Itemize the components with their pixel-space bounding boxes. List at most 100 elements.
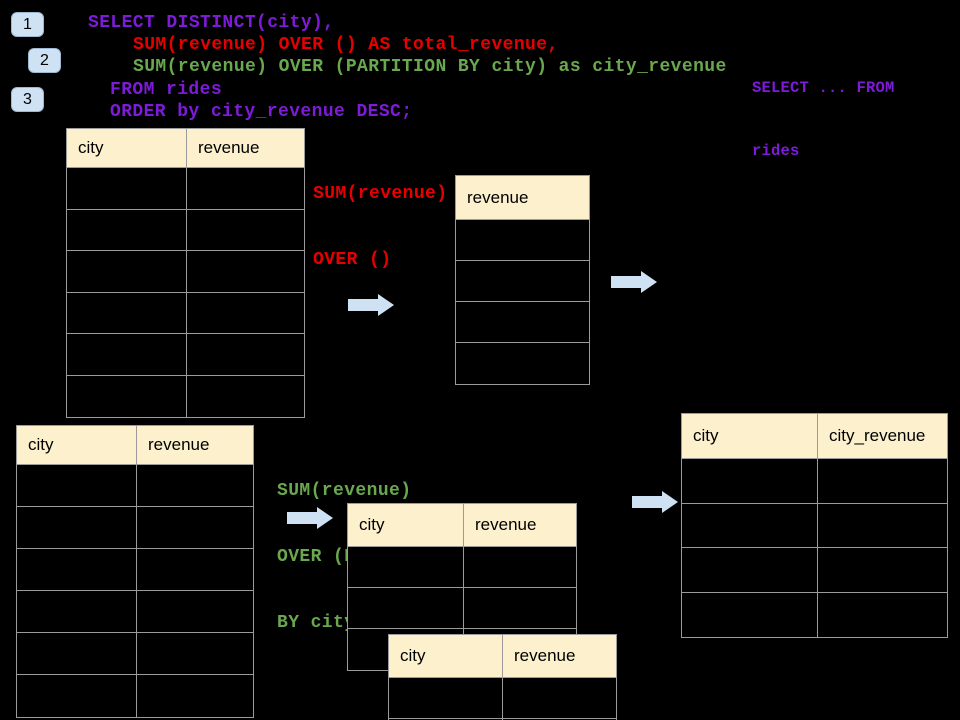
table-cell-empty (137, 507, 253, 549)
table-header-row: city revenue (389, 635, 616, 678)
step-badge-1: 1 (11, 12, 44, 37)
table-cell-empty (348, 547, 464, 588)
table-cell-empty (682, 459, 818, 504)
table-row (456, 343, 589, 384)
table-row (17, 507, 253, 549)
column-header-revenue: revenue (514, 646, 576, 665)
table-cell-empty (456, 261, 589, 302)
table-row (67, 334, 304, 376)
arrow-right-icon (348, 294, 394, 316)
table-row (17, 465, 253, 507)
table-header-row: revenue (456, 176, 589, 220)
table-cell-empty (17, 633, 137, 675)
arrow-shaft (287, 512, 318, 524)
table-row (456, 302, 589, 343)
sql-line-from: FROM rides (110, 80, 223, 100)
side-snippet-line-1: SELECT ... FROM (752, 79, 895, 97)
table-header-row: city revenue (17, 426, 253, 465)
table-cell-empty (17, 591, 137, 633)
column-header-city: city (67, 129, 187, 167)
column-header-revenue: revenue (198, 138, 260, 157)
table-cell-empty (137, 465, 253, 507)
table-source-top: city revenue (66, 128, 305, 418)
step-badge-3: 3 (11, 87, 44, 112)
arrow-shaft (348, 299, 379, 311)
arrow-shaft (632, 496, 663, 508)
table-cell-empty (187, 375, 304, 417)
arrow-right-icon (287, 507, 333, 529)
sql-line-city-revenue: SUM(revenue) OVER (PARTITION BY city) as… (133, 57, 727, 77)
table-cell-empty (67, 168, 187, 210)
table-row (17, 675, 253, 717)
table-cell-empty (17, 549, 137, 591)
table-cell-empty (137, 591, 253, 633)
table-cell-empty (456, 343, 589, 384)
table-cell-empty (818, 459, 947, 504)
label-sum-over-all-line-1: SUM(revenue) (313, 184, 448, 204)
table-row (389, 678, 616, 719)
table-row (17, 549, 253, 591)
table-cell-empty (187, 292, 304, 334)
table-cell-empty (389, 678, 503, 719)
arrow-head (378, 294, 394, 316)
column-header-revenue: revenue (475, 515, 537, 534)
table-cell-empty (187, 168, 304, 210)
table-header-row: city revenue (348, 504, 576, 547)
table-cell-empty (503, 678, 616, 719)
table-header-row: city revenue (67, 129, 304, 168)
column-header-city: city (348, 504, 464, 546)
table-cell-empty (67, 292, 187, 334)
table-cell-empty (17, 507, 137, 549)
table-row (456, 261, 589, 302)
table-cell-empty (17, 675, 137, 717)
table-cell-empty (67, 334, 187, 376)
table-final-result: city city_revenue (681, 413, 948, 638)
table-row (17, 591, 253, 633)
sql-line-total-revenue: SUM(revenue) OVER () AS total_revenue, (133, 35, 559, 55)
table-row (348, 588, 576, 629)
table-cell-empty (456, 302, 589, 343)
label-sum-over-all: SUM(revenue) OVER () (313, 139, 447, 315)
table-row (456, 220, 589, 261)
table-cell-empty (137, 549, 253, 591)
table-partition-overlay: city revenue (388, 634, 617, 720)
arrow-right-icon (632, 491, 678, 513)
arrow-head (662, 491, 678, 513)
table-row (682, 592, 947, 637)
arrow-right-icon (611, 271, 657, 293)
column-header-city-revenue: city_revenue (829, 426, 926, 445)
table-cell-empty (818, 503, 947, 548)
table-cell-empty (818, 548, 947, 593)
side-snippet-line-2: rides (752, 142, 800, 160)
table-header-row: city city_revenue (682, 414, 947, 459)
label-sum-over-all-line-2: OVER () (313, 250, 392, 270)
arrow-head (317, 507, 333, 529)
table-cell-empty (137, 633, 253, 675)
table-cell-empty (17, 465, 137, 507)
column-header-city: city (682, 414, 818, 458)
table-cell-empty (456, 220, 589, 261)
table-cell-empty (348, 588, 464, 629)
table-total-revenue: revenue (455, 175, 590, 385)
label-sum-over-partition-line-1: SUM(revenue) (277, 481, 412, 501)
table-cell-empty (464, 547, 576, 588)
column-header-city: city (17, 426, 137, 464)
step-badge-2: 2 (28, 48, 61, 73)
table-cell-empty (137, 675, 253, 717)
table-row (17, 633, 253, 675)
table-row (682, 503, 947, 548)
table-cell-empty (67, 375, 187, 417)
table-cell-empty (187, 209, 304, 251)
column-header-revenue: revenue (148, 435, 210, 454)
column-header-revenue: revenue (467, 187, 529, 207)
table-cell-empty (682, 592, 818, 637)
table-row (348, 547, 576, 588)
table-row (67, 375, 304, 417)
table-row (682, 548, 947, 593)
arrow-shaft (611, 276, 642, 288)
table-cell-empty (682, 503, 818, 548)
column-header-city: city (389, 635, 503, 677)
table-source-bottom: city revenue (16, 425, 254, 718)
table-cell-empty (682, 548, 818, 593)
